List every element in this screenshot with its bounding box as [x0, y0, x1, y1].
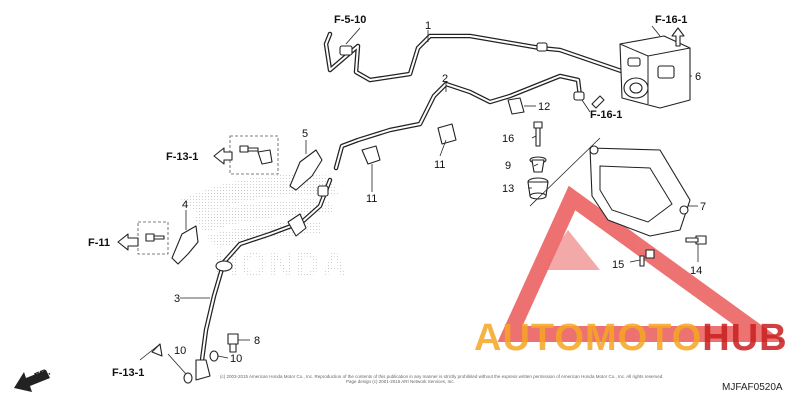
bolt-8: [227, 333, 239, 353]
callout-10: 10: [174, 345, 186, 357]
watermark-text: AUTOMOTOHUB: [474, 317, 788, 359]
rubber-13: [527, 177, 549, 200]
callout-12: 12: [538, 101, 550, 113]
collar-9: [529, 156, 547, 173]
callout-9: 9: [505, 160, 511, 172]
watermark-triangle: [497, 185, 785, 342]
abs-modulator-6: [619, 35, 691, 109]
ref-arrows: [117, 27, 685, 357]
ref-f-13-1: F-13-1: [166, 151, 198, 163]
brake-pipe-1: [323, 31, 633, 83]
callout-3: 3: [174, 293, 180, 305]
leader-lines: [139, 25, 699, 375]
ref-f-16-1: F-16-1: [590, 109, 622, 121]
callout-11: 11: [434, 159, 445, 171]
pipe-fitting: [536, 42, 548, 52]
clamp-11: [361, 145, 381, 165]
callout-10: 10: [230, 353, 242, 365]
bolt-14: [685, 235, 707, 245]
ref-f-13-1: F-13-1: [112, 367, 144, 379]
bracket-5: [289, 149, 323, 191]
callout-8: 8: [254, 335, 260, 347]
callout-2: 2: [442, 73, 448, 85]
honda-logo-text: HONDA: [214, 246, 349, 284]
copyright-note-2: Page design (c) 2001-2015 ARI Network Se…: [346, 379, 455, 384]
hose-grommet: [215, 260, 233, 272]
washer-10: [209, 350, 219, 362]
front-direction-arrow: FR.: [14, 366, 52, 392]
ref-f-16-1: F-16-1: [655, 14, 687, 26]
washer-10: [183, 372, 193, 384]
watermark-part1: AUTOMOTO: [474, 317, 702, 359]
callout-16: 16: [502, 133, 514, 145]
brake-hose-3: [199, 177, 333, 363]
copyright-note: (c) 2003-2015 American Honda Motor Co., …: [220, 374, 663, 379]
bracket-4: [171, 225, 199, 265]
pipe-fitting: [339, 45, 353, 56]
callout-11: 11: [366, 193, 377, 205]
modulator-bracket-7: [589, 145, 691, 237]
callout-4: 4: [182, 199, 188, 211]
bolt-16: [533, 121, 543, 147]
callout-6: 6: [695, 71, 701, 83]
fr-label: FR.: [33, 366, 52, 382]
hose-joint: [317, 185, 329, 197]
watermark-part2: HUB: [702, 317, 787, 359]
callout-5: 5: [302, 128, 308, 140]
callout-7: 7: [700, 201, 706, 213]
ref-f-5-10: F-5-10: [334, 14, 366, 26]
callout-13: 13: [502, 183, 514, 195]
pipe-fitting: [573, 91, 585, 101]
hose-clamp: [287, 213, 307, 237]
bolt-15: [639, 249, 655, 267]
diagram-code: MJFAF0520A: [722, 382, 783, 393]
ref-f-11: F-11: [88, 237, 110, 249]
callout-14: 14: [690, 265, 702, 277]
callout-15: 15: [612, 259, 624, 271]
callout-1: 1: [425, 20, 431, 32]
ref-bolt: [145, 145, 273, 242]
hose-end-fitting: [195, 359, 211, 381]
clamp-11: [437, 123, 457, 145]
clip-12: [507, 97, 525, 115]
